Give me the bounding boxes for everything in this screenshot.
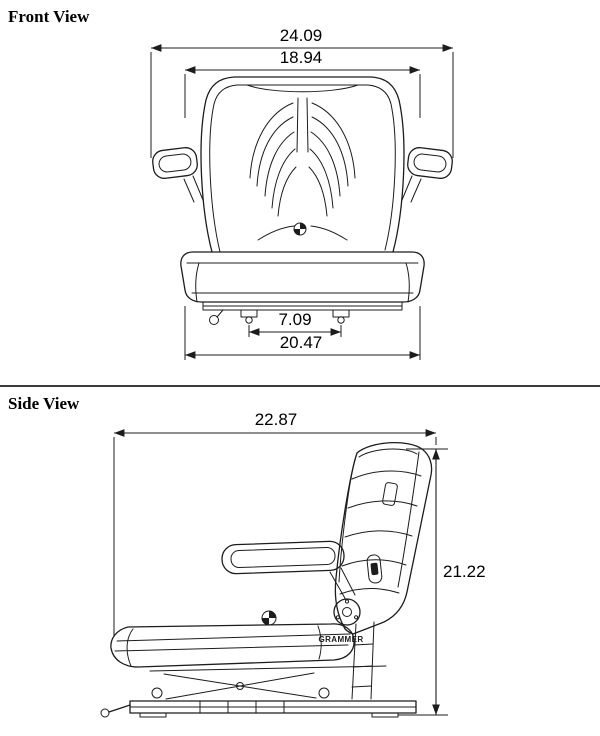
front-mount-spacing-value: 7.09 bbox=[278, 310, 311, 329]
left-mount-bolt bbox=[245, 316, 253, 324]
front-mount-spacing-dimension: 7.09 bbox=[248, 310, 342, 337]
front-left-armrest bbox=[152, 147, 204, 203]
side-armrest bbox=[221, 540, 356, 601]
side-suspension-base bbox=[100, 621, 417, 718]
slide-handle bbox=[108, 704, 131, 713]
side-overall-height-value: 21.22 bbox=[443, 562, 486, 581]
backrest-lever bbox=[366, 554, 383, 584]
front-view-title: Front View bbox=[8, 7, 90, 26]
side-view-title: Side View bbox=[8, 394, 80, 413]
brand-label: GRAMMER bbox=[318, 635, 363, 644]
scissor-pivot bbox=[236, 682, 244, 690]
cg-marker-icon bbox=[261, 610, 277, 626]
front-base-width-dimension: 20.47 bbox=[184, 306, 421, 360]
front-seat-cushion bbox=[180, 251, 425, 303]
side-overall-depth-value: 22.87 bbox=[255, 410, 298, 429]
side-seat-cushion bbox=[110, 623, 355, 668]
cg-marker-icon bbox=[293, 222, 307, 236]
adjuster-knob bbox=[209, 315, 219, 325]
front-overall-width-dimension: 24.09 bbox=[150, 26, 454, 158]
front-backrest-width-dimension: 18.94 bbox=[184, 48, 421, 118]
side-overall-height-dimension: 21.22 bbox=[398, 448, 486, 716]
front-base-width-value: 20.47 bbox=[280, 333, 323, 352]
section-divider bbox=[0, 385, 600, 387]
right-roller bbox=[318, 687, 330, 699]
recliner-hub bbox=[333, 598, 361, 626]
side-view-drawing: 22.87 21.22 bbox=[100, 410, 486, 718]
backrest-guide-loop bbox=[382, 482, 398, 506]
left-roller bbox=[151, 687, 163, 699]
front-backrest bbox=[200, 76, 405, 253]
front-overall-width-value: 24.09 bbox=[280, 26, 323, 45]
front-suspension-base bbox=[202, 301, 403, 325]
front-right-armrest bbox=[401, 147, 453, 203]
front-view-section: Front View 24.09 18.94 bbox=[8, 7, 454, 360]
front-backrest-width-value: 18.94 bbox=[280, 48, 323, 67]
front-view-drawing: 24.09 18.94 bbox=[150, 26, 454, 360]
side-overall-depth-dimension: 22.87 bbox=[113, 410, 437, 637]
side-view-section: Side View 22.87 21.22 bbox=[0, 387, 600, 736]
right-mount-bolt bbox=[337, 316, 345, 324]
side-backrest bbox=[334, 441, 433, 635]
